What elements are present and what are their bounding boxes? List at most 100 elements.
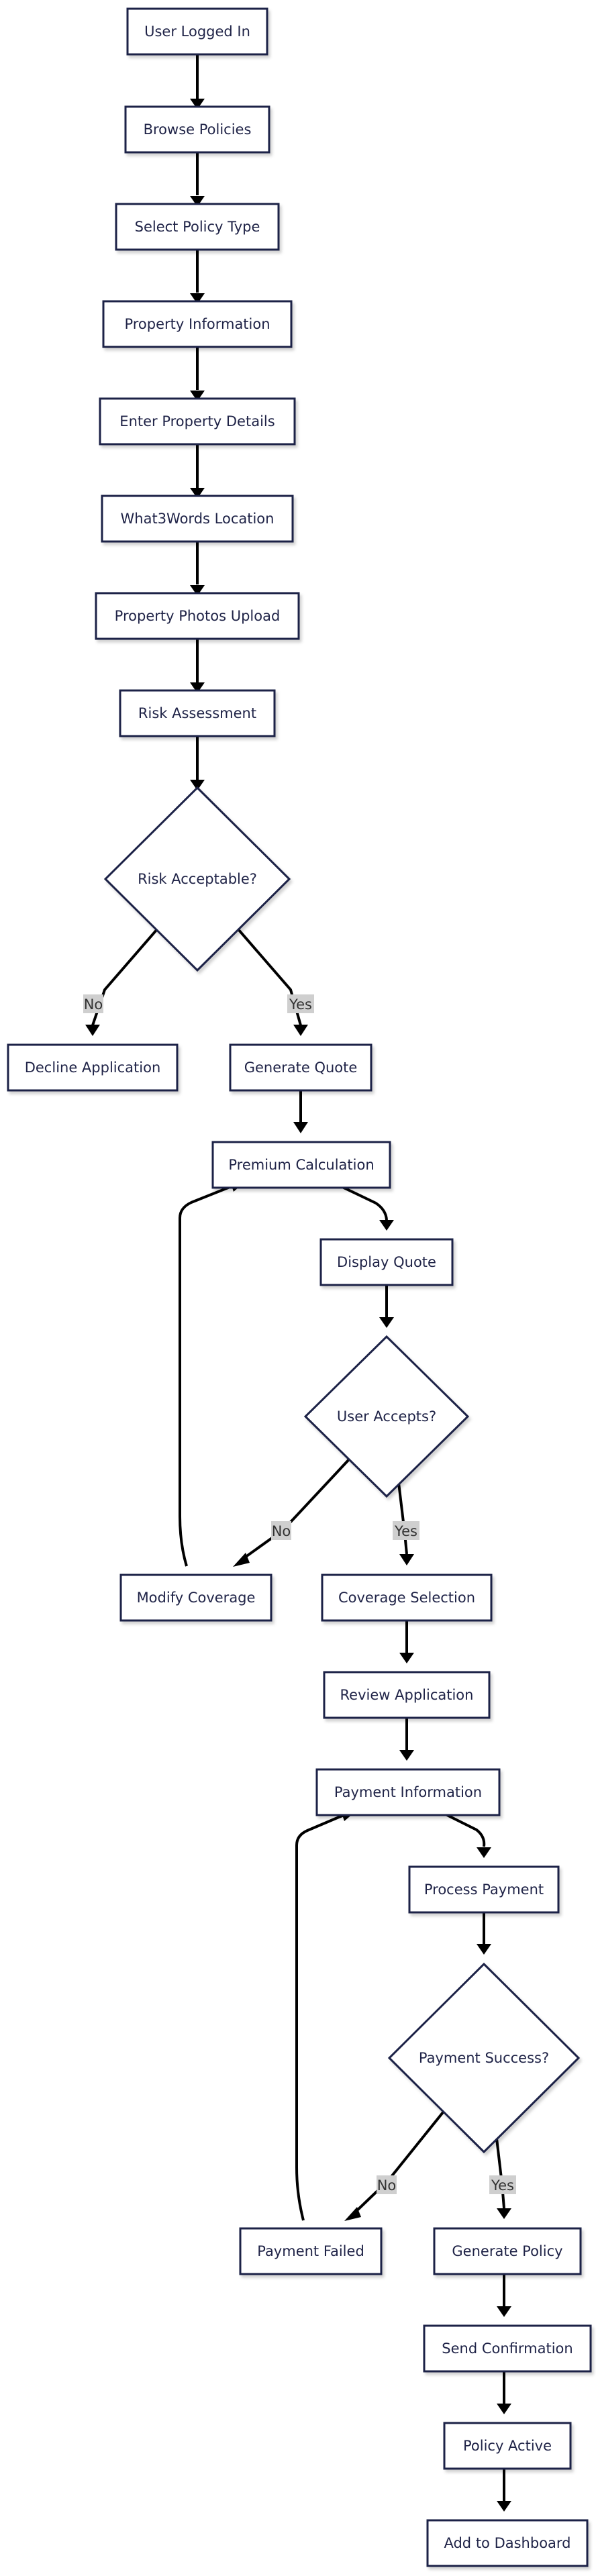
- arrowhead: [399, 1554, 414, 1565]
- nodes: User Logged In Browse Policies Select Po…: [7, 7, 592, 2567]
- node-property-information: Property Information: [102, 300, 293, 348]
- node-label: Review Application: [340, 1687, 474, 1703]
- edge-payment-no: [353, 2111, 444, 2214]
- edge-payment-yes: [495, 2138, 505, 2209]
- node-select-policy-type: Select Policy Type: [115, 203, 280, 251]
- node-policy-active: Policy Active: [443, 2422, 572, 2470]
- node-modify-coverage: Modify Coverage: [119, 1574, 272, 1622]
- node-label: Generate Policy: [452, 2243, 562, 2259]
- edge-risk-no: [91, 928, 158, 1026]
- arrowhead: [190, 488, 205, 499]
- arrowhead: [497, 2208, 511, 2219]
- node-premium-calculation: Premium Calculation: [211, 1141, 391, 1189]
- node-payment-success-decision: Payment Success?: [387, 1962, 581, 2154]
- edge-failed-to-payment-info: [295, 1814, 345, 2221]
- node-label: Premium Calculation: [228, 1157, 374, 1173]
- arrowhead: [190, 682, 205, 693]
- node-label: Property Information: [124, 316, 270, 332]
- arrowhead: [497, 2404, 511, 2414]
- node-generate-quote: Generate Quote: [229, 1043, 372, 1092]
- edge-modify-to-premium: [179, 1184, 234, 1567]
- arrowhead: [477, 1847, 491, 1858]
- node-label: What3Words Location: [121, 511, 275, 527]
- node-label: Generate Quote: [244, 1060, 358, 1076]
- node-coverage-selection: Coverage Selection: [321, 1574, 493, 1622]
- edge-labels: No Yes No Yes No Yes: [83, 994, 516, 2194]
- arrowhead: [344, 2207, 361, 2221]
- arrowhead: [190, 780, 205, 790]
- node-label: User Logged In: [144, 23, 250, 40]
- node-risk-acceptable-decision: Risk Acceptable?: [103, 786, 291, 972]
- node-label: Add to Dashboard: [444, 2535, 570, 2551]
- node-generate-policy: Generate Policy: [433, 2227, 582, 2275]
- arrowhead: [477, 1944, 491, 1955]
- edge-label-accept-yes: Yes: [393, 1521, 419, 1540]
- arrowhead: [190, 585, 205, 596]
- edge-label-risk-no: No: [83, 994, 103, 1013]
- node-user-logged-in: User Logged In: [126, 7, 268, 56]
- node-send-confirmation: Send Confirmation: [423, 2324, 592, 2373]
- edge-label-accept-no: No: [271, 1521, 291, 1540]
- node-label: Policy Active: [463, 2438, 552, 2454]
- node-label: Payment Failed: [257, 2243, 364, 2259]
- node-user-accepts-decision: User Accepts?: [303, 1335, 470, 1498]
- edges: [85, 54, 511, 2512]
- node-label: Coverage Selection: [338, 1590, 475, 1606]
- node-label: Browse Policies: [144, 121, 252, 138]
- arrowhead: [497, 2501, 511, 2512]
- edge-label-text: No: [377, 2177, 397, 2194]
- edge-premium-to-display: [340, 1185, 388, 1221]
- arrowhead: [190, 196, 205, 207]
- edge-label-payment-yes: Yes: [489, 2175, 516, 2194]
- arrowhead: [399, 1750, 414, 1761]
- arrowhead: [399, 1653, 414, 1663]
- node-label: Display Quote: [337, 1254, 436, 1270]
- edge-risk-yes: [237, 928, 302, 1026]
- edge-label-text: No: [84, 996, 103, 1013]
- node-label: Property Photos Upload: [115, 608, 281, 624]
- edge-payment-info-to-process: [444, 1812, 486, 1847]
- node-what3words-location: What3Words Location: [101, 495, 294, 543]
- node-process-payment: Process Payment: [408, 1865, 560, 1914]
- arrowhead: [85, 1025, 100, 1036]
- arrowhead: [190, 293, 205, 304]
- node-risk-assessment: Risk Assessment: [119, 689, 276, 737]
- edge-label-text: Yes: [491, 2177, 514, 2194]
- node-display-quote: Display Quote: [319, 1238, 454, 1286]
- node-payment-failed: Payment Failed: [239, 2227, 383, 2275]
- edge-label-risk-yes: Yes: [287, 994, 314, 1013]
- node-enter-property-details: Enter Property Details: [99, 397, 296, 446]
- node-label: Send Confirmation: [442, 2340, 573, 2357]
- arrowhead: [293, 1122, 308, 1133]
- node-label: Select Policy Type: [135, 219, 260, 235]
- edge-accept-no: [242, 1458, 350, 1560]
- node-label: Risk Assessment: [138, 705, 256, 721]
- node-add-to-dashboard: Add to Dashboard: [426, 2519, 589, 2567]
- arrowhead: [497, 2306, 511, 2317]
- arrowhead: [233, 1553, 250, 1567]
- node-label: Payment Success?: [419, 2050, 549, 2066]
- arrowhead: [379, 1220, 394, 1231]
- node-label: Risk Acceptable?: [138, 871, 257, 887]
- node-decline-application: Decline Application: [7, 1043, 179, 1092]
- arrowhead: [379, 1317, 394, 1328]
- node-browse-policies: Browse Policies: [124, 105, 270, 154]
- edge-label-payment-no: No: [377, 2175, 397, 2194]
- arrowhead: [190, 391, 205, 401]
- node-label: Enter Property Details: [119, 413, 275, 429]
- arrowhead: [190, 99, 205, 109]
- edge-label-text: Yes: [394, 1523, 417, 1539]
- node-payment-information: Payment Information: [315, 1768, 501, 1816]
- node-label: Decline Application: [25, 1060, 161, 1076]
- node-review-application: Review Application: [323, 1671, 491, 1719]
- edge-label-text: Yes: [289, 996, 312, 1013]
- arrowhead: [293, 1025, 308, 1036]
- node-label: User Accepts?: [337, 1408, 436, 1425]
- edge-accept-yes: [397, 1482, 408, 1555]
- node-label: Payment Information: [334, 1784, 482, 1800]
- node-property-photos-upload: Property Photos Upload: [95, 592, 300, 640]
- node-label: Process Payment: [424, 1882, 544, 1898]
- edge-label-text: No: [272, 1523, 291, 1539]
- node-label: Modify Coverage: [137, 1590, 256, 1606]
